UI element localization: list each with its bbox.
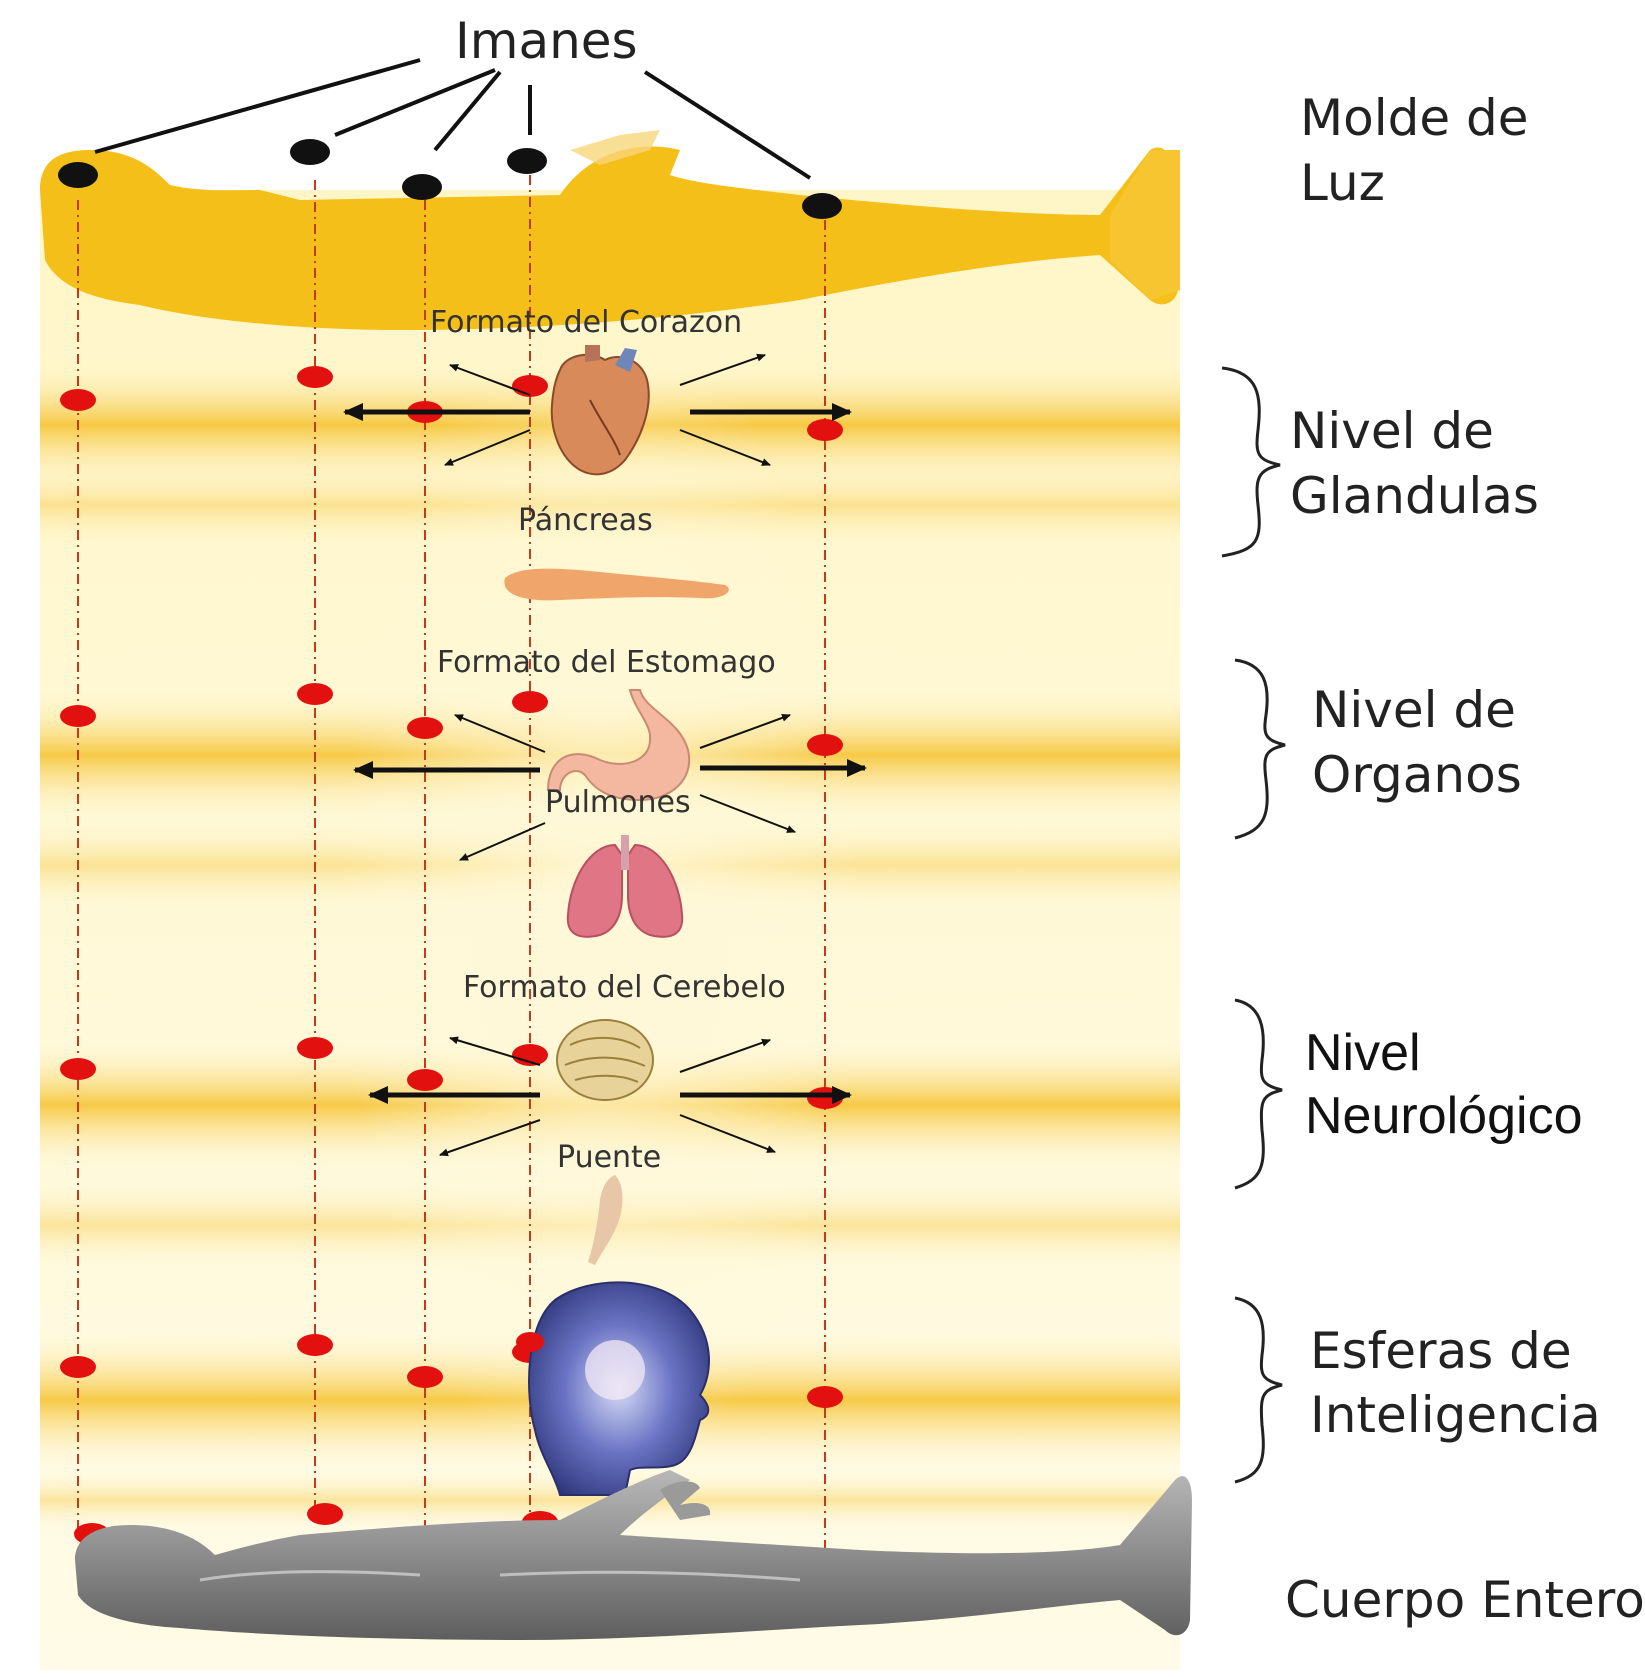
- level-organs-line2: Organos: [1312, 746, 1522, 804]
- cerebellum-organ: [557, 1020, 653, 1100]
- marker: [60, 1058, 96, 1080]
- marker: [807, 1087, 843, 1109]
- marker: [297, 366, 333, 388]
- marker: [60, 705, 96, 727]
- brace-organs: [1235, 660, 1285, 838]
- level-light-line2: Luz: [1300, 154, 1385, 212]
- level-spheres-line2: Inteligencia: [1310, 1386, 1601, 1444]
- level-neuro-line2: Neurológico: [1305, 1087, 1583, 1145]
- magnet: [802, 193, 842, 219]
- level-braces: [1222, 368, 1285, 1482]
- brace-spheres: [1235, 1298, 1282, 1482]
- level-spheres-line1: Esferas de: [1310, 1322, 1572, 1380]
- label-lungs: Pulmones: [545, 785, 691, 820]
- level-light-line1: Molde de: [1300, 89, 1529, 147]
- label-pancreas: Páncreas: [518, 503, 653, 538]
- magnet: [58, 162, 98, 188]
- level-glands-line2: Glandulas: [1290, 467, 1539, 525]
- marker: [512, 691, 548, 713]
- marker: [407, 717, 443, 739]
- marker: [407, 1069, 443, 1091]
- label-cerebellum: Formato del Cerebelo: [463, 970, 786, 1005]
- marker: [807, 1386, 843, 1408]
- magnet-leader-lines: [95, 60, 810, 178]
- magnet: [507, 148, 547, 174]
- marker: [297, 1334, 333, 1356]
- marker: [512, 375, 548, 397]
- level-glands-line1: Nivel de: [1290, 402, 1494, 460]
- level-labels: Molde de Luz Nivel de Glandulas Nivel de…: [1285, 89, 1645, 1629]
- magnet: [402, 174, 442, 200]
- marker: [307, 1503, 343, 1525]
- marker: [60, 1356, 96, 1378]
- marker: [807, 419, 843, 441]
- level-organs-line1: Nivel de: [1312, 681, 1516, 739]
- label-pons: Puente: [557, 1140, 661, 1175]
- marker: [297, 683, 333, 705]
- label-stomach: Formato del Estomago: [437, 645, 776, 680]
- label-heart: Formato del Corazon: [430, 305, 742, 340]
- marker: [807, 734, 843, 756]
- magnets-title: Imanes: [455, 12, 638, 70]
- level-neuro-line1: Nivel: [1305, 1024, 1421, 1082]
- level-body-line1: Cuerpo Entero: [1285, 1571, 1645, 1629]
- magnet: [290, 139, 330, 165]
- marker: [297, 1037, 333, 1059]
- marker: [407, 1366, 443, 1388]
- marker: [60, 389, 96, 411]
- brace-glands: [1222, 368, 1280, 556]
- brace-neuro: [1235, 1000, 1282, 1188]
